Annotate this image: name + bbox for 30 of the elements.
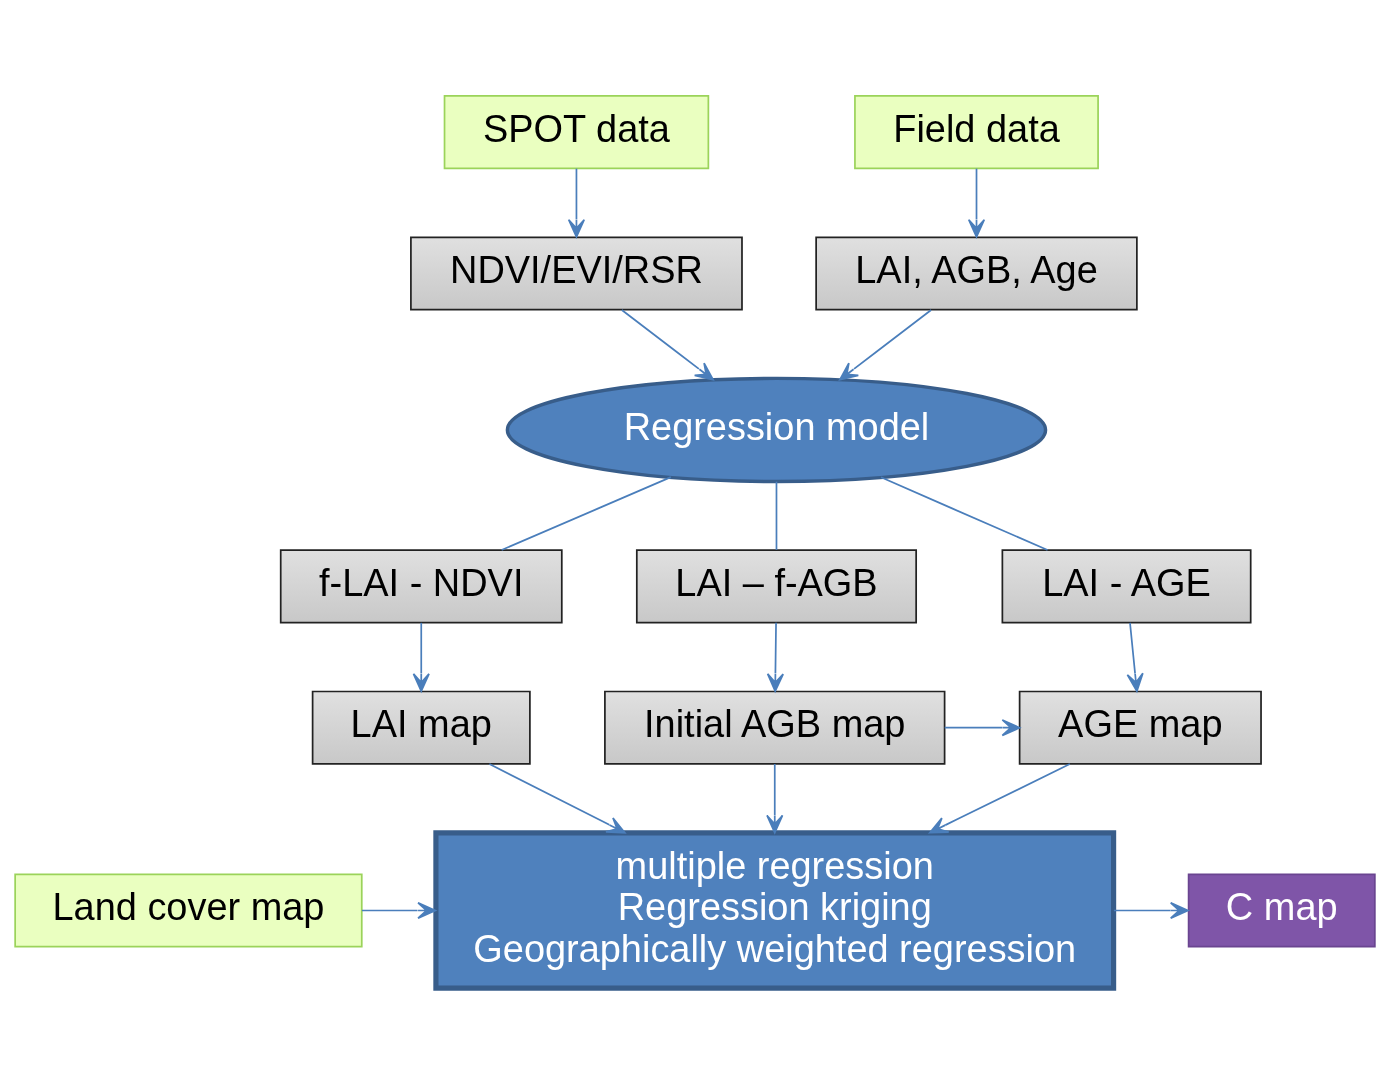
node-box: LAI - AGE	[1001, 549, 1252, 624]
node-box: NDVI/EVI/RSR	[410, 236, 743, 311]
arrow	[967, 167, 986, 238]
arrow	[361, 901, 437, 920]
arrow	[943, 719, 1021, 737]
arrow	[412, 622, 430, 693]
arrow	[766, 763, 784, 834]
node-box: AGE map	[1018, 690, 1262, 765]
node-box: f-LAI - NDVI	[279, 549, 563, 624]
node-box: Field data	[854, 95, 1099, 170]
arrow	[1126, 622, 1144, 693]
node-box: LAI, AGB, Age	[815, 236, 1138, 311]
node-ellipse: Regression model	[505, 376, 1048, 484]
arrow	[567, 167, 586, 238]
arrow	[839, 309, 932, 381]
node-box: multiple regression Regression kriging Geographically weighted regression	[433, 830, 1117, 991]
node-box: LAI map	[311, 690, 531, 765]
arrow	[488, 763, 626, 834]
arrow	[1113, 901, 1189, 920]
connector	[775, 480, 778, 551]
node-box: LAI – f-AGB	[635, 549, 917, 624]
node-box: Initial AGB map	[604, 690, 946, 765]
connector	[500, 476, 672, 551]
node-box: Land cover map	[14, 873, 363, 948]
node-box: SPOT data	[443, 95, 710, 170]
arrow	[766, 622, 785, 693]
arrow	[620, 309, 714, 381]
arrow	[928, 763, 1071, 834]
connector	[880, 476, 1049, 551]
node-box: C map	[1187, 873, 1376, 948]
